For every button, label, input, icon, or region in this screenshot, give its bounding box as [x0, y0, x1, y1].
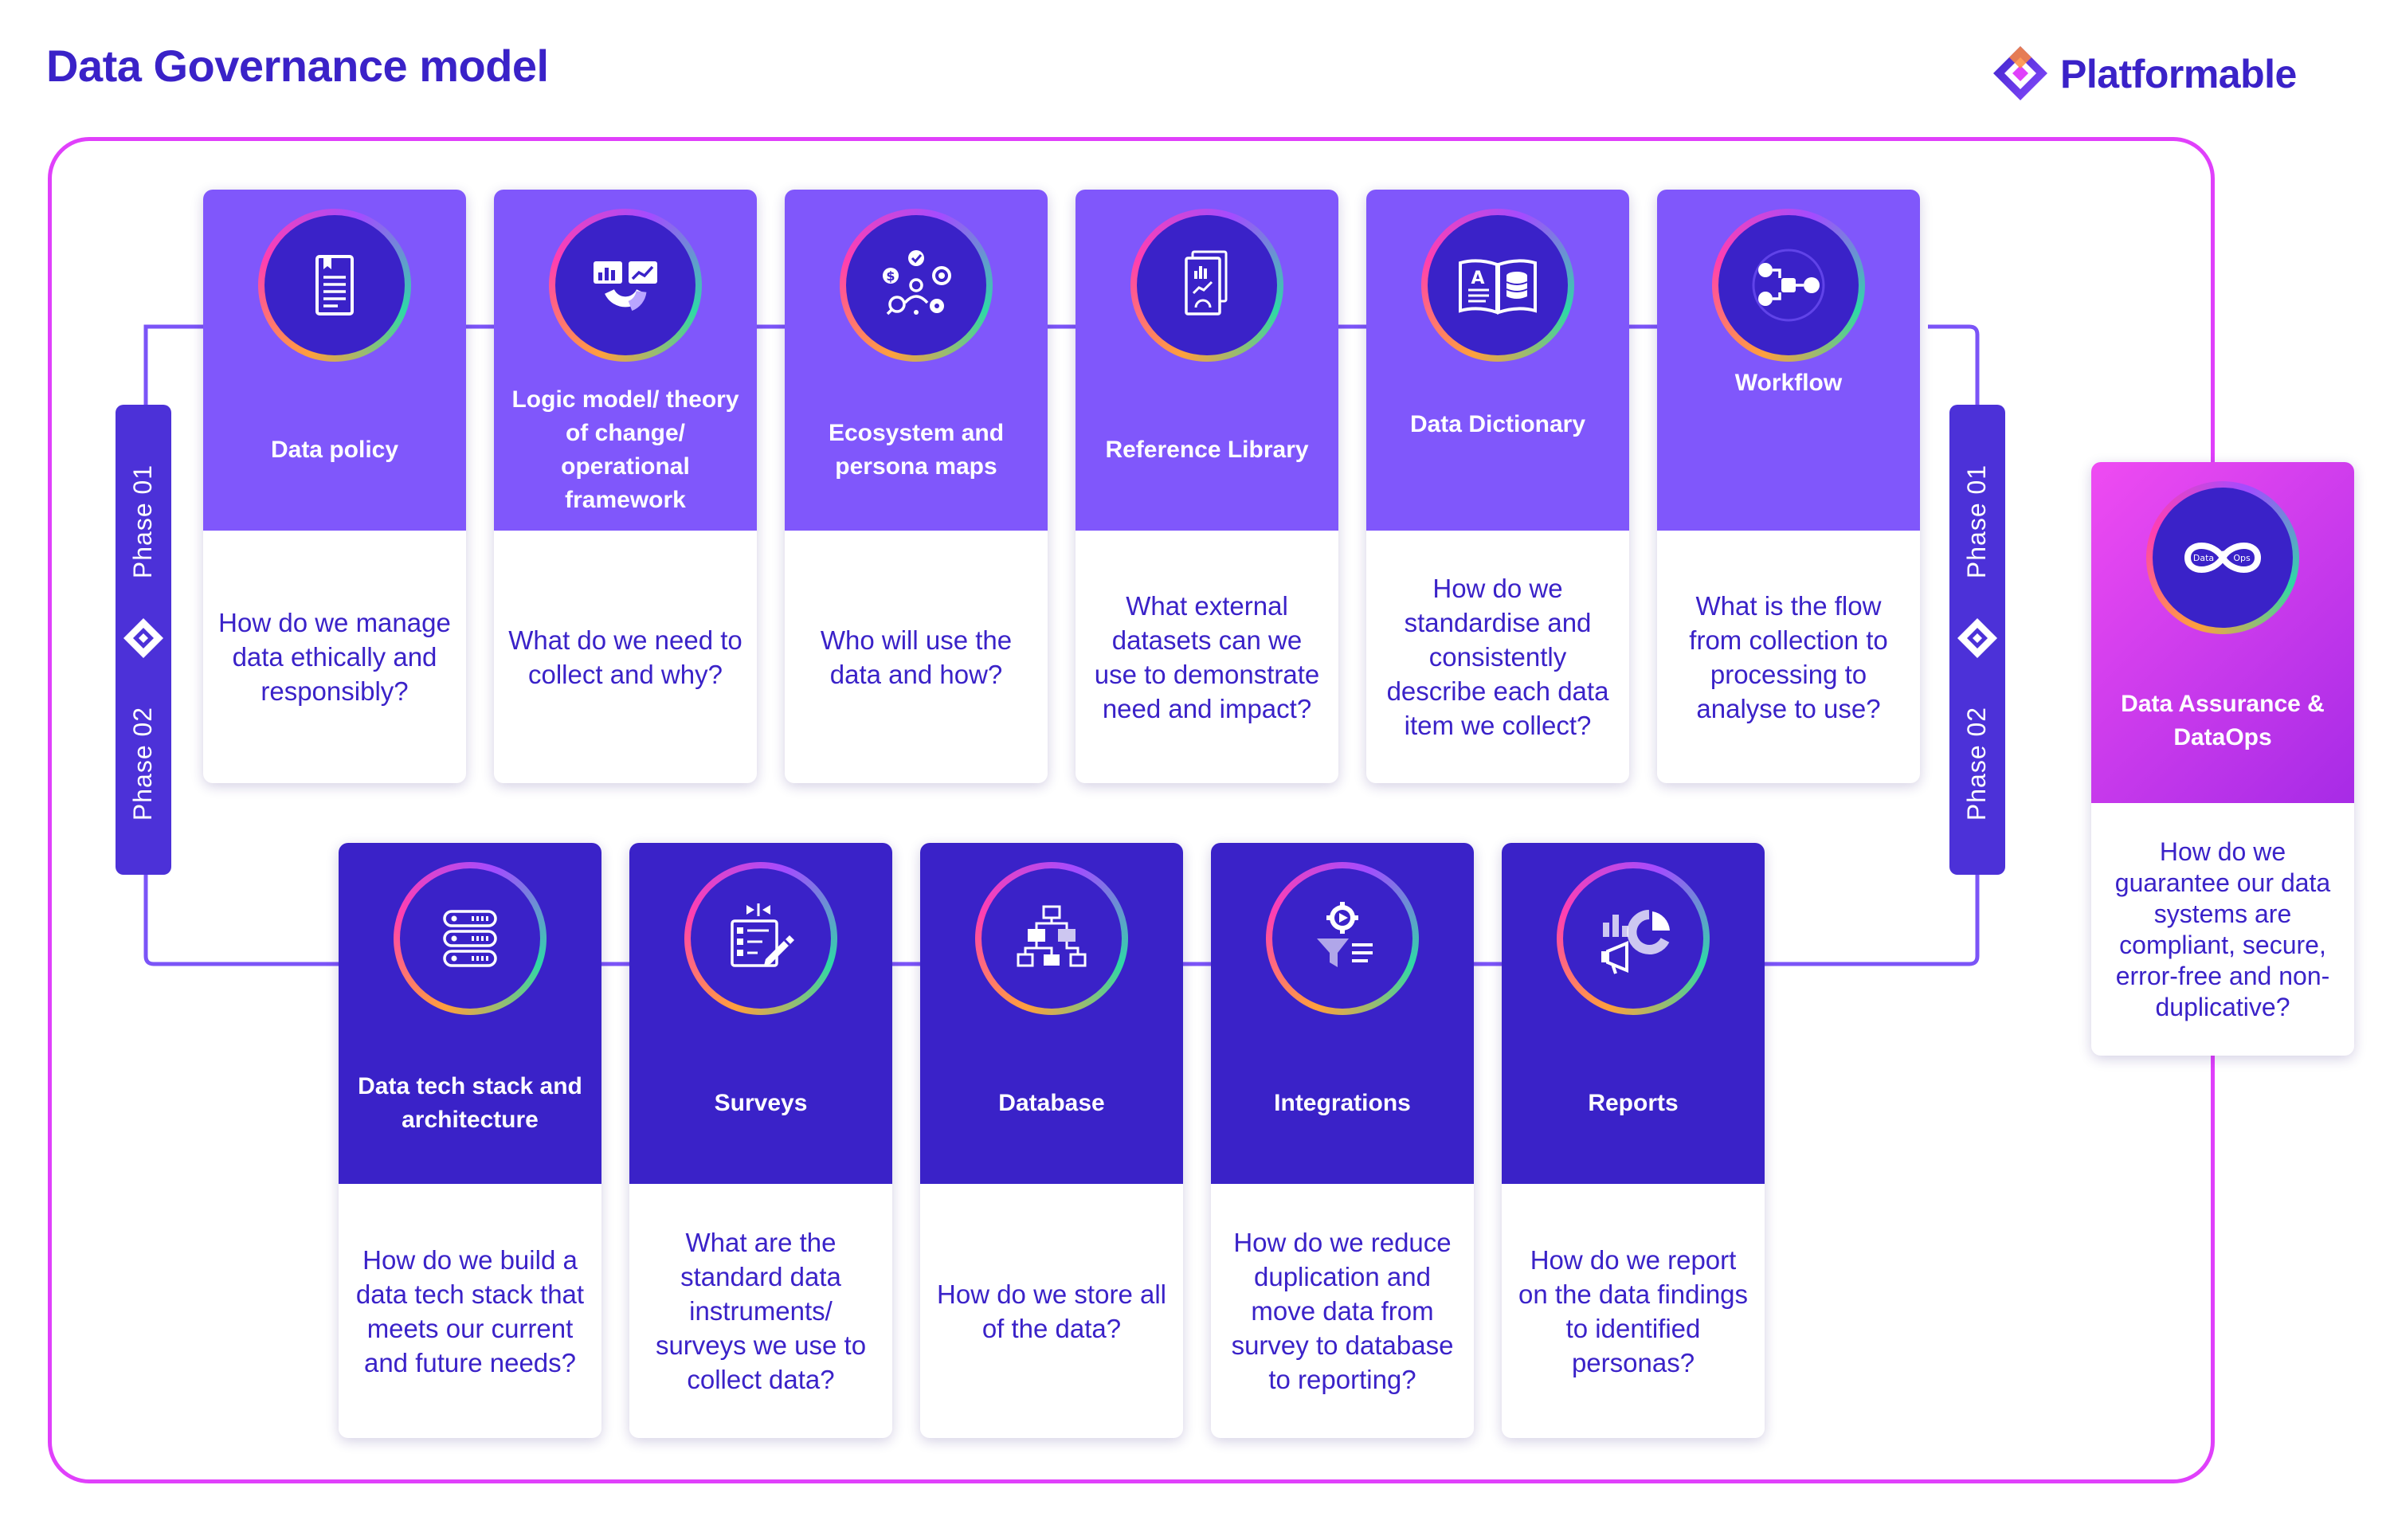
card-title: Data tech stack and architecture	[358, 1073, 582, 1133]
card-data-tech-stack: Data tech stack and architecture How do …	[339, 843, 601, 1438]
svg-text:$: $	[886, 268, 895, 284]
card-question: How do we store all of the data?	[937, 1279, 1166, 1343]
infinity-label-ops: Ops	[2233, 553, 2251, 563]
card-question: How do we reduce duplication and move da…	[1231, 1228, 1454, 1394]
card-data-assurance: Data Ops Data Assurance & DataOps How do…	[2091, 462, 2354, 1056]
card-question: How do we report on the data findings to…	[1518, 1244, 1749, 1377]
card-question: How do we guarantee our data systems are…	[2114, 837, 2331, 1021]
card-title: Integrations	[1274, 1090, 1411, 1116]
brand-name: Platformable	[2060, 52, 2297, 96]
infinity-icon: Data Ops	[2184, 543, 2262, 573]
phase-label-2: Phase 02	[1962, 706, 1992, 821]
card-question: What do we need to collect and why?	[508, 625, 742, 689]
server-stack-icon	[443, 910, 497, 967]
hierarchy-icon	[1017, 905, 1087, 967]
phase-bar-left: Phase 01 Phase 02	[116, 405, 171, 875]
dashboard-chart-icon	[594, 261, 657, 312]
phase-label-2: Phase 02	[128, 706, 158, 821]
card-question: Who will use the data and how?	[820, 625, 1013, 689]
card-question: How do we manage data ethically and resp…	[218, 608, 451, 706]
phase-diamond-icon	[1957, 618, 1997, 658]
card-title: Reports	[1588, 1090, 1679, 1116]
card-question: How do we build a data tech stack that m…	[355, 1244, 585, 1377]
svg-text:A: A	[1471, 268, 1484, 288]
phase-bar-right: Phase 01 Phase 02	[1949, 405, 2005, 875]
card-surveys: Surveys What are the standard data instr…	[629, 843, 892, 1438]
dictionary-icon: A	[1459, 259, 1537, 315]
page-title: Data Governance model	[46, 41, 549, 91]
phase-label-1: Phase 01	[1962, 464, 1992, 578]
document-icon	[315, 255, 354, 315]
report-chart-icon	[1185, 250, 1228, 315]
brand: Platformable	[1992, 45, 2342, 108]
ecosystem-icon: $	[883, 250, 951, 315]
report-icon	[1601, 910, 1670, 974]
phase-diamond-icon	[123, 618, 163, 658]
card-question: How do we standardise and consistently d…	[1386, 574, 1609, 740]
infinity-label-data: Data	[2193, 553, 2214, 563]
card-title: Surveys	[714, 1090, 808, 1116]
survey-form-icon	[731, 903, 794, 967]
card-title: Logic model/ theory of change/ operation…	[511, 386, 739, 513]
card-reference-library: Reference Library What external datasets…	[1076, 190, 1338, 783]
card-title: Database	[998, 1090, 1105, 1116]
platformable-logo-icon	[1993, 46, 2047, 100]
card-title: Reference Library	[1105, 437, 1309, 463]
card-question: What external datasets can we use to dem…	[1094, 590, 1320, 723]
card-question: What are the standard data instruments/ …	[655, 1228, 867, 1394]
card-reports: Reports How do we report on the data fin…	[1502, 843, 1765, 1438]
workflow-icon	[1752, 249, 1825, 322]
card-workflow: Workflow What is the flow from collectio…	[1657, 190, 1920, 783]
phase-label-1: Phase 01	[128, 464, 158, 578]
card-title: Data Dictionary	[1409, 411, 1586, 437]
card-title: Data policy	[270, 437, 399, 463]
card-logic-model: Logic model/ theory of change/ operation…	[494, 190, 757, 783]
funnel-gear-icon	[1317, 902, 1373, 967]
card-data-dictionary: A Data Dictionary How do we standardise …	[1366, 190, 1629, 783]
card-title: Data Assurance & DataOps	[2121, 691, 2325, 750]
card-data-policy: Data policy How do we manage data ethica…	[203, 190, 466, 783]
card-title: Workflow	[1734, 370, 1843, 396]
card-database: Database How do we store all of the data…	[920, 843, 1183, 1438]
card-integrations: Integrations How do we reduce duplicatio…	[1211, 843, 1474, 1438]
card-question: What is the flow from collection to proc…	[1689, 590, 1888, 723]
card-title: Ecosystem and persona maps	[828, 420, 1005, 480]
card-ecosystem: $ Ecosystem and persona maps Who will us…	[785, 190, 1048, 783]
